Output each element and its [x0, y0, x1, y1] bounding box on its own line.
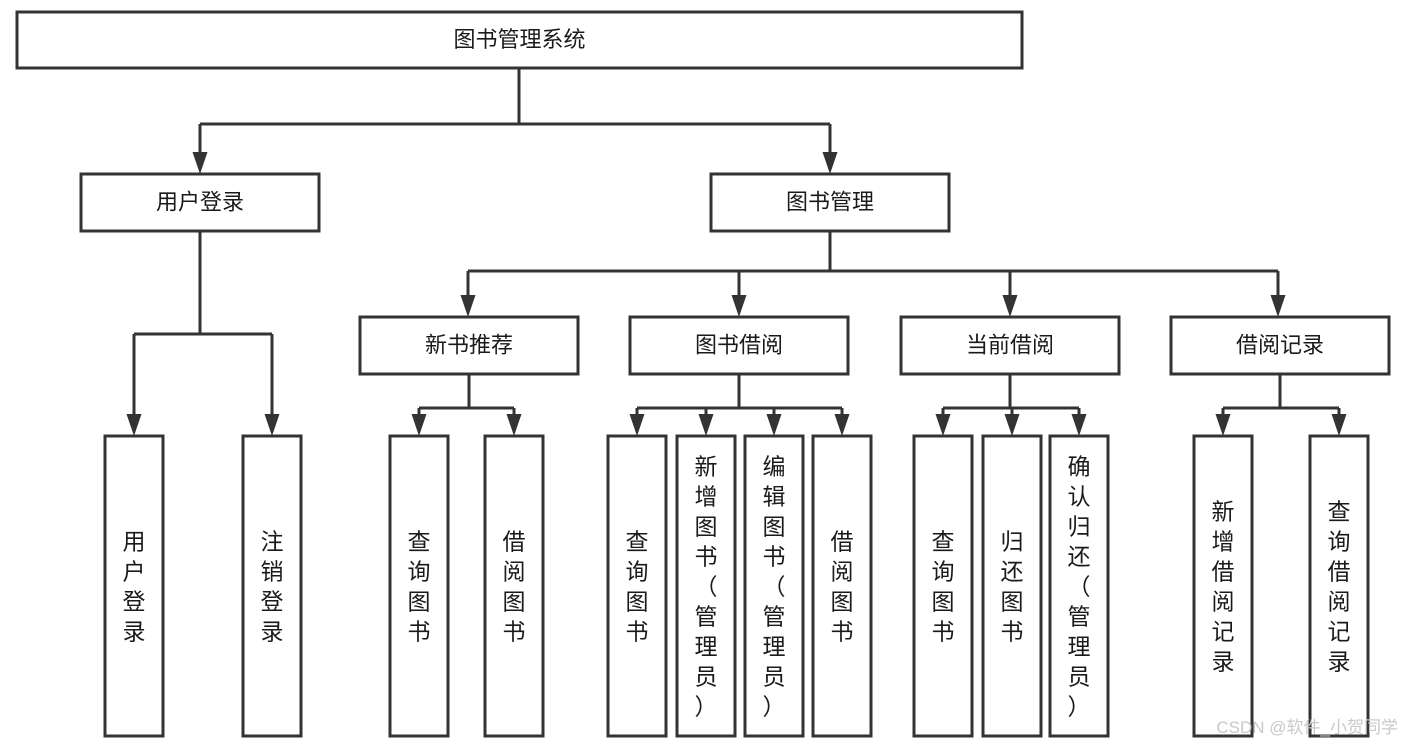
- node-box-leaf-query-book-current: [912, 434, 974, 738]
- node-box-book-manage: [709, 172, 951, 233]
- node-current-borrow[interactable]: 当前借阅: [899, 315, 1121, 376]
- node-label-leaf-query-borrow-record: 查询借阅记录: [1328, 498, 1351, 674]
- node-label-book-manage: 图书管理: [786, 189, 874, 214]
- node-label-root: 图书管理系统: [453, 27, 585, 52]
- node-box-leaf-query-borrow-record: [1308, 434, 1370, 738]
- node-box-current-borrow: [899, 315, 1121, 376]
- node-label-book-borrow: 图书借阅: [695, 332, 783, 357]
- node-box-leaf-add-borrow-record: [1192, 434, 1254, 738]
- connector-conn-userlogin-to-leaves: [126, 231, 280, 436]
- node-box-book-borrow: [628, 315, 850, 376]
- node-leaf-add-book-admin[interactable]: 新增图书（管理员）: [675, 434, 737, 738]
- node-leaf-return-book[interactable]: 归还图书: [981, 434, 1043, 738]
- connectors-layer: [126, 68, 1347, 436]
- node-label-borrow-record: 借阅记录: [1236, 332, 1324, 357]
- node-box-leaf-user-logout: [241, 434, 303, 738]
- node-label-user-login: 用户登录: [156, 189, 244, 214]
- connector-conn-root-to-level2: [192, 68, 838, 174]
- node-leaf-user-login[interactable]: 用户登录: [103, 434, 165, 738]
- connector-conn-newbook-to-leaves: [411, 374, 522, 436]
- node-borrow-record[interactable]: 借阅记录: [1169, 315, 1391, 376]
- node-label-new-book-recommend: 新书推荐: [425, 332, 513, 357]
- node-box-leaf-edit-book-admin: [743, 434, 805, 738]
- node-label-leaf-user-logout: 注销登录: [261, 528, 284, 644]
- node-label-leaf-edit-book-admin: 编辑图书（管理员）: [763, 453, 786, 719]
- csdn-watermark: CSDN @软件_小贺同学: [1216, 718, 1398, 737]
- node-leaf-user-logout[interactable]: 注销登录: [241, 434, 303, 738]
- node-box-user-login: [79, 172, 321, 233]
- node-leaf-add-borrow-record[interactable]: 新增借阅记录: [1192, 434, 1254, 738]
- nodes-layer: 图书管理系统用户登录图书管理新书推荐图书借阅当前借阅借阅记录用户登录注销登录查询…: [15, 10, 1391, 738]
- node-box-new-book-recommend: [358, 315, 580, 376]
- node-book-manage[interactable]: 图书管理: [709, 172, 951, 233]
- node-box-leaf-return-book: [981, 434, 1043, 738]
- node-box-leaf-user-login: [103, 434, 165, 738]
- node-user-login[interactable]: 用户登录: [79, 172, 321, 233]
- node-leaf-query-book-rec[interactable]: 查询图书: [388, 434, 450, 738]
- node-label-leaf-query-book-current: 查询图书: [932, 528, 955, 644]
- connector-conn-bookborrow-to-leaves: [629, 374, 850, 436]
- node-label-leaf-add-borrow-record: 新增借阅记录: [1212, 498, 1235, 674]
- node-label-leaf-query-book-rec: 查询图书: [408, 528, 431, 644]
- node-root[interactable]: 图书管理系统: [15, 10, 1024, 70]
- node-book-borrow[interactable]: 图书借阅: [628, 315, 850, 376]
- node-box-leaf-add-book-admin: [675, 434, 737, 738]
- node-leaf-borrow-book[interactable]: 借阅图书: [811, 434, 873, 738]
- node-label-leaf-return-book: 归还图书: [1001, 528, 1024, 644]
- node-label-leaf-confirm-return-admin: 确认归还（管理员）: [1068, 453, 1091, 719]
- node-leaf-query-book-borrow[interactable]: 查询图书: [606, 434, 668, 738]
- node-leaf-edit-book-admin[interactable]: 编辑图书（管理员）: [743, 434, 805, 738]
- connector-conn-currentborrow-to-leaves: [935, 374, 1087, 436]
- node-box-leaf-query-book-rec: [388, 434, 450, 738]
- node-box-leaf-borrow-book: [811, 434, 873, 738]
- node-box-leaf-query-book-borrow: [606, 434, 668, 738]
- node-label-leaf-add-book-admin: 新增图书（管理员）: [695, 453, 718, 719]
- node-label-leaf-borrow-book-rec: 借阅图书: [503, 528, 526, 644]
- node-label-current-borrow: 当前借阅: [966, 332, 1054, 357]
- node-label-leaf-user-login: 用户登录: [123, 528, 146, 644]
- node-label-leaf-borrow-book: 借阅图书: [831, 528, 854, 644]
- node-box-borrow-record: [1169, 315, 1391, 376]
- connector-conn-borrowrecord-to-leaves: [1215, 374, 1347, 436]
- node-label-leaf-query-book-borrow: 查询图书: [626, 528, 649, 644]
- node-leaf-borrow-book-rec[interactable]: 借阅图书: [483, 434, 545, 738]
- node-box-root: [15, 10, 1024, 70]
- node-box-leaf-borrow-book-rec: [483, 434, 545, 738]
- node-leaf-confirm-return-admin[interactable]: 确认归还（管理员）: [1048, 434, 1110, 738]
- connector-conn-bookmanage-to-level3: [460, 231, 1286, 317]
- node-new-book-recommend[interactable]: 新书推荐: [358, 315, 580, 376]
- node-box-leaf-confirm-return-admin: [1048, 434, 1110, 738]
- node-leaf-query-borrow-record[interactable]: 查询借阅记录: [1308, 434, 1370, 738]
- node-leaf-query-book-current[interactable]: 查询图书: [912, 434, 974, 738]
